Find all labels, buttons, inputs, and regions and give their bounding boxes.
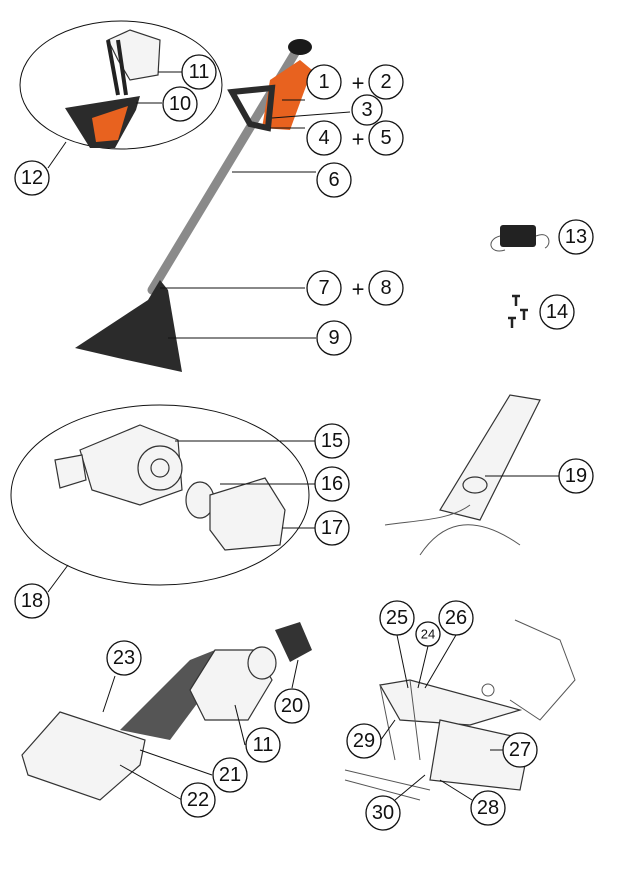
svg-text:27: 27 bbox=[509, 739, 531, 761]
svg-text:3: 3 bbox=[361, 99, 372, 121]
callout-13: 13 bbox=[558, 219, 594, 255]
svg-text:13: 13 bbox=[565, 226, 587, 248]
callout-25: 25 bbox=[379, 600, 415, 636]
svg-text:11: 11 bbox=[253, 734, 274, 756]
callout-23: 23 bbox=[106, 640, 142, 676]
svg-text:14: 14 bbox=[546, 301, 568, 323]
callout-16: 16 bbox=[314, 466, 350, 502]
svg-text:12: 12 bbox=[21, 167, 43, 189]
callout-24: 24 bbox=[415, 621, 441, 647]
svg-text:8: 8 bbox=[380, 277, 391, 299]
svg-text:23: 23 bbox=[113, 647, 135, 669]
callout-30: 30 bbox=[365, 795, 401, 831]
screws-part bbox=[508, 294, 528, 328]
svg-text:25: 25 bbox=[386, 607, 408, 629]
svg-text:11: 11 bbox=[189, 61, 210, 83]
callout-15: 15 bbox=[314, 423, 350, 459]
svg-text:1: 1 bbox=[318, 71, 329, 93]
callout-11: 11 bbox=[181, 54, 217, 90]
svg-text:4: 4 bbox=[318, 127, 329, 149]
callout-9: 9 bbox=[316, 320, 352, 356]
callout-17: 17 bbox=[314, 510, 350, 546]
callout-4: 4 bbox=[306, 120, 342, 156]
svg-text:24: 24 bbox=[421, 627, 435, 642]
plus-sign: + bbox=[352, 71, 365, 96]
callout-21: 21 bbox=[212, 757, 248, 793]
frame-tube-part bbox=[384, 394, 541, 556]
handle-detail-part bbox=[65, 29, 161, 148]
svg-text:18: 18 bbox=[21, 590, 43, 612]
svg-text:30: 30 bbox=[372, 802, 394, 824]
callout-5: 5 bbox=[368, 120, 404, 156]
lower-right-assembly bbox=[344, 619, 576, 801]
svg-text:28: 28 bbox=[477, 797, 499, 819]
svg-text:9: 9 bbox=[328, 327, 339, 349]
callout-18: 18 bbox=[14, 583, 50, 619]
callout-29: 29 bbox=[346, 723, 382, 759]
callout-8: 8 bbox=[368, 270, 404, 306]
callout-14: 14 bbox=[539, 294, 575, 330]
callout-28: 28 bbox=[470, 790, 506, 826]
callout-6: 6 bbox=[316, 162, 352, 198]
svg-text:2: 2 bbox=[380, 71, 391, 93]
callout-22: 22 bbox=[180, 782, 216, 818]
svg-text:17: 17 bbox=[321, 517, 343, 539]
callout-3: 3 bbox=[351, 94, 383, 126]
lower-left-assembly bbox=[21, 622, 312, 801]
main-pole-assembly bbox=[75, 39, 312, 372]
callout-12: 12 bbox=[14, 160, 50, 196]
svg-text:5: 5 bbox=[380, 127, 391, 149]
svg-text:16: 16 bbox=[321, 473, 343, 495]
callout-27: 27 bbox=[502, 732, 538, 768]
charger-part bbox=[490, 225, 550, 252]
svg-text:7: 7 bbox=[318, 277, 329, 299]
svg-text:22: 22 bbox=[187, 789, 209, 811]
callout-1: 1 bbox=[306, 64, 342, 100]
svg-text:10: 10 bbox=[169, 93, 191, 115]
inset-ellipse-motor bbox=[10, 404, 310, 586]
motor-group-parts bbox=[54, 424, 286, 551]
svg-text:19: 19 bbox=[565, 465, 587, 487]
inset-ellipse-handle bbox=[19, 20, 223, 150]
svg-text:26: 26 bbox=[445, 607, 467, 629]
svg-text:20: 20 bbox=[281, 695, 303, 717]
callout-26: 26 bbox=[438, 600, 474, 636]
svg-text:21: 21 bbox=[219, 764, 241, 786]
plus-sign: + bbox=[352, 277, 365, 302]
callout-19: 19 bbox=[558, 458, 594, 494]
callout-2: 2 bbox=[368, 64, 404, 100]
svg-text:15: 15 bbox=[321, 430, 343, 452]
callout-10: 10 bbox=[162, 86, 198, 122]
callout-20: 20 bbox=[274, 688, 310, 724]
svg-text:6: 6 bbox=[328, 169, 339, 191]
svg-text:29: 29 bbox=[353, 730, 375, 752]
callout-7: 7 bbox=[306, 270, 342, 306]
callout-11-lower: 11 bbox=[245, 727, 281, 763]
plus-sign: + bbox=[352, 127, 365, 152]
